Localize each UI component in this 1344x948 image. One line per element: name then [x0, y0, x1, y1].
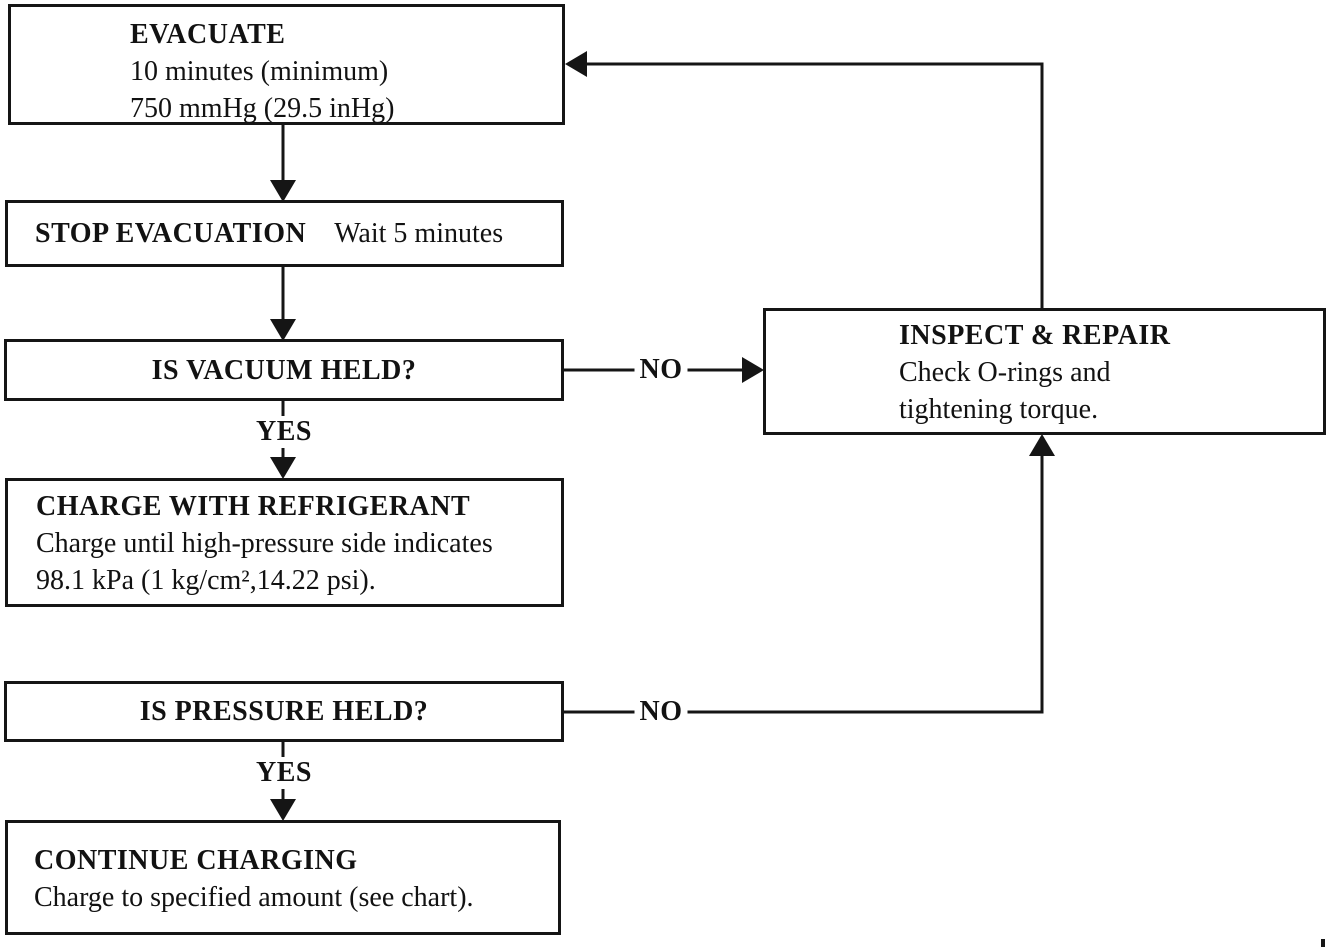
- box-evacuate: EVACUATE 10 minutes (minimum) 750 mmHg (…: [8, 4, 565, 125]
- arrowhead-right-inspect: [742, 357, 764, 383]
- box-charge-with-refrigerant: CHARGE WITH REFRIGERANT Charge until hig…: [5, 478, 564, 607]
- box-continue-charging-line-1: Charge to specified amount (see chart).: [34, 882, 474, 913]
- arrowhead-down-vacuum: [270, 319, 296, 341]
- arrowhead-left-evacuate: [565, 51, 587, 77]
- label-pressure-no: NO: [634, 696, 688, 728]
- arrow-inspect-to-evacuate: [584, 62, 1044, 308]
- box-charge-line-2: 98.1 kPa (1 kg/cm²,14.22 psi).: [36, 565, 376, 596]
- box-charge-line-1: Charge until high-pressure side indicate…: [36, 528, 493, 559]
- box-charge-title: CHARGE WITH REFRIGERANT: [36, 491, 471, 522]
- arrow-pressure-no: [563, 452, 1044, 714]
- label-vacuum-yes: YES: [251, 416, 317, 448]
- box-inspect-repair-line-2: tightening torque.: [899, 394, 1099, 425]
- box-is-vacuum-held-title: IS VACUUM HELD?: [151, 354, 417, 386]
- label-vacuum-no: NO: [634, 354, 688, 386]
- box-evacuate-line-2: 750 mmHg (29.5 inHg): [130, 93, 395, 124]
- box-stop-evacuation-title: STOP EVACUATION: [35, 218, 307, 249]
- arrowhead-down-stop: [270, 180, 296, 202]
- scan-speck: [1321, 939, 1325, 947]
- box-inspect-repair-line-1: Check O-rings and: [899, 357, 1111, 388]
- box-continue-charging: CONTINUE CHARGING Charge to specified am…: [5, 820, 561, 935]
- arrowhead-down-continue: [270, 799, 296, 821]
- box-evacuate-title: EVACUATE: [130, 19, 286, 50]
- arrowhead-up-inspect: [1029, 434, 1055, 456]
- label-pressure-yes: YES: [251, 757, 317, 789]
- box-is-pressure-held: IS PRESSURE HELD?: [4, 681, 564, 742]
- box-stop-evacuation: STOP EVACUATION Wait 5 minutes: [5, 200, 564, 267]
- arrowhead-down-charge: [270, 457, 296, 479]
- box-continue-charging-title: CONTINUE CHARGING: [34, 845, 358, 876]
- box-inspect-repair: INSPECT & REPAIR Check O-rings and tight…: [763, 308, 1326, 435]
- box-is-vacuum-held: IS VACUUM HELD?: [4, 339, 564, 401]
- box-stop-evacuation-note: Wait 5 minutes: [334, 218, 504, 249]
- box-is-pressure-held-title: IS PRESSURE HELD?: [139, 696, 429, 727]
- box-inspect-repair-title: INSPECT & REPAIR: [899, 320, 1171, 351]
- box-evacuate-line-1: 10 minutes (minimum): [130, 56, 389, 87]
